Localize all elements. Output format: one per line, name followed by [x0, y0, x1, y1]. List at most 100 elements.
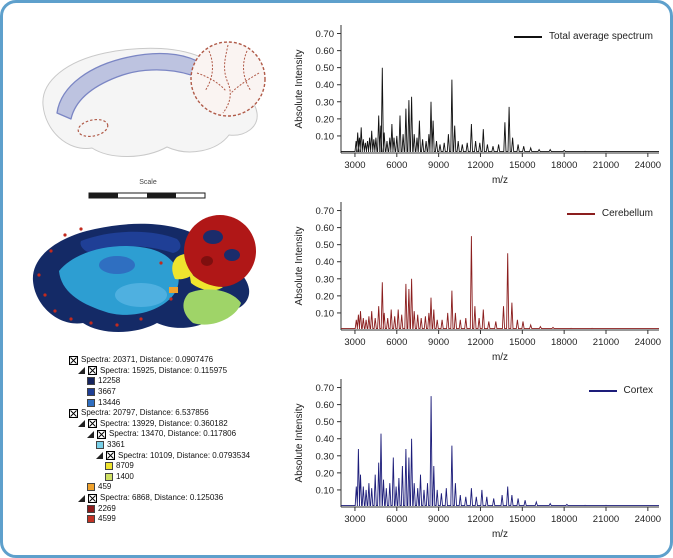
- tree-row-label: 4599: [98, 514, 116, 524]
- legend-line: [514, 35, 543, 38]
- expander-icon[interactable]: [78, 420, 85, 428]
- x-axis-label: m/z: [492, 529, 508, 540]
- svg-text:0.50: 0.50: [316, 240, 335, 251]
- cluster-color-swatch: [87, 504, 95, 513]
- chart-legend: Cerebellum: [566, 208, 653, 219]
- legend-label: Cortex: [623, 385, 653, 396]
- tree-leaf-row[interactable]: 8709: [69, 461, 319, 472]
- cluster-color-swatch: [87, 398, 95, 407]
- tree-row-label: 12258: [98, 376, 121, 386]
- svg-text:0.30: 0.30: [316, 97, 335, 108]
- tree-node-row[interactable]: Spectra: 20371, Distance: 0.0907476: [69, 355, 319, 366]
- node-checkbox-icon[interactable]: [69, 408, 78, 418]
- tree-row-label: Spectra: 20371, Distance: 0.0907476: [81, 355, 214, 365]
- node-checkbox-icon[interactable]: [69, 355, 78, 365]
- tree-leaf-row[interactable]: 4599: [69, 514, 319, 525]
- svg-text:24000: 24000: [635, 514, 661, 525]
- legend-line: [588, 389, 617, 392]
- svg-text:15000: 15000: [509, 514, 535, 525]
- svg-text:0.40: 0.40: [316, 434, 335, 445]
- svg-text:0.10: 0.10: [316, 485, 335, 496]
- tree-node-row[interactable]: Spectra: 6868, Distance: 0.125036: [69, 493, 319, 504]
- tree-leaf-row[interactable]: 3667: [69, 387, 319, 398]
- node-checkbox-icon[interactable]: [88, 366, 97, 376]
- svg-text:0.60: 0.60: [316, 223, 335, 234]
- svg-text:24000: 24000: [635, 337, 661, 348]
- expander-icon[interactable]: [87, 430, 94, 438]
- svg-text:15000: 15000: [509, 337, 535, 348]
- svg-text:12000: 12000: [467, 514, 493, 525]
- svg-text:6000: 6000: [386, 160, 407, 171]
- tree-leaf-row[interactable]: 12258: [69, 376, 319, 387]
- tree-node-row[interactable]: Spectra: 13470, Distance: 0.117806: [69, 429, 319, 440]
- svg-text:0.60: 0.60: [316, 46, 335, 57]
- y-axis-label: Absolute Intensity: [294, 50, 305, 129]
- tree-leaf-row[interactable]: 1400: [69, 472, 319, 483]
- cluster-color-swatch: [105, 462, 113, 471]
- svg-text:0.20: 0.20: [316, 291, 335, 302]
- tree-row-label: Spectra: 20797, Distance: 6.537856: [81, 408, 209, 418]
- legend-line: [566, 212, 595, 215]
- cerebellum-region-outline: [190, 41, 266, 117]
- segmap-green-region: [183, 289, 241, 325]
- segmap-royal-patch: [99, 256, 135, 274]
- node-checkbox-icon[interactable]: [88, 493, 97, 503]
- node-checkbox-icon[interactable]: [97, 429, 106, 439]
- svg-text:12000: 12000: [467, 337, 493, 348]
- tree-row-label: Spectra: 6868, Distance: 0.125036: [100, 493, 224, 503]
- scale-bar: Scale: [83, 179, 213, 205]
- y-axis-label: Absolute Intensity: [294, 227, 305, 306]
- svg-text:3000: 3000: [344, 160, 365, 171]
- tree-node-row[interactable]: Spectra: 13929, Distance: 0.360182: [69, 419, 319, 430]
- tree-row-label: Spectra: 15925, Distance: 0.115975: [100, 365, 228, 375]
- tree-leaf-row[interactable]: 3361: [69, 440, 319, 451]
- tree-node-row[interactable]: Spectra: 20797, Distance: 6.537856: [69, 408, 319, 419]
- tree-row-label: 2269: [98, 503, 116, 513]
- x-axis-label: m/z: [492, 352, 508, 363]
- node-checkbox-icon[interactable]: [106, 451, 115, 461]
- svg-text:0.70: 0.70: [316, 29, 335, 40]
- svg-text:0.60: 0.60: [316, 400, 335, 411]
- svg-text:3000: 3000: [344, 514, 365, 525]
- tree-leaf-row[interactable]: 459: [69, 482, 319, 493]
- svg-text:18000: 18000: [551, 160, 577, 171]
- svg-text:0.20: 0.20: [316, 114, 335, 125]
- cluster-color-swatch: [96, 441, 104, 450]
- cluster-color-swatch: [87, 515, 95, 524]
- svg-text:0.70: 0.70: [316, 206, 335, 217]
- svg-text:0.10: 0.10: [316, 131, 335, 142]
- expander-icon[interactable]: [78, 367, 85, 375]
- svg-text:0.30: 0.30: [316, 451, 335, 462]
- svg-text:15000: 15000: [509, 160, 535, 171]
- tree-leaf-row[interactable]: 13446: [69, 397, 319, 408]
- segmap-cerebellum-spot: [203, 230, 223, 244]
- brain-outline-image: [42, 41, 266, 157]
- legend-label: Cerebellum: [601, 208, 653, 219]
- svg-text:9000: 9000: [428, 160, 449, 171]
- hippocampus-region-outline: [77, 118, 109, 138]
- scale-bar-graphic: [88, 192, 206, 199]
- expander-icon[interactable]: [78, 494, 85, 502]
- svg-text:0.50: 0.50: [316, 63, 335, 74]
- tree-row-label: 13446: [98, 397, 121, 407]
- spectra-panel: 3000 6000 9000 12000 15000 18000 21000 24000 0.1…: [289, 15, 669, 546]
- tree-node-row[interactable]: Spectra: 15925, Distance: 0.115975: [69, 366, 319, 377]
- tree-node-row[interactable]: Spectra: 10109, Distance: 0.0793534: [69, 450, 319, 461]
- node-checkbox-icon[interactable]: [88, 419, 97, 429]
- segmap-lightblue-patch: [115, 283, 167, 307]
- svg-text:0.70: 0.70: [316, 383, 335, 394]
- expander-icon[interactable]: [96, 452, 103, 460]
- svg-text:21000: 21000: [593, 514, 619, 525]
- scale-label: Scale: [139, 179, 157, 186]
- tree-leaf-row[interactable]: 2269: [69, 503, 319, 514]
- svg-text:6000: 6000: [386, 514, 407, 525]
- svg-text:9000: 9000: [428, 337, 449, 348]
- svg-text:0.10: 0.10: [316, 308, 335, 319]
- tree-row-label: 1400: [116, 471, 134, 481]
